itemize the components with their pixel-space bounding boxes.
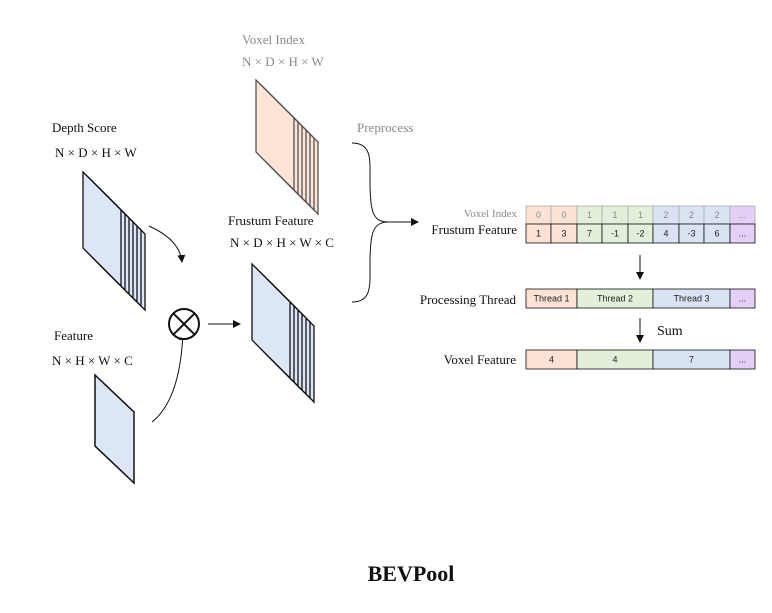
processing-thread-cell-text: Thread 2 [597,294,633,304]
depth-score-dims: N × D × H × W [55,145,137,160]
outer-product-icon [168,308,200,340]
processing-thread-label: Processing Thread [420,292,517,307]
processing-thread-cell-text: ... [739,294,747,304]
preprocess-label: Preprocess [357,120,413,135]
processing-thread-row: Thread 1 Thread 2 Thread 3... [525,288,756,309]
voxel-feature-row: 4 4 7... [525,349,756,370]
voxel-feature-cell-text: ... [739,355,747,365]
voxel-index-dims: N × D × H × W [242,54,324,69]
voxel-index-sheet [255,78,295,192]
sum-label: Sum [657,324,683,339]
frustum-feature-cell-text: ... [739,229,747,239]
voxel-index-title: Voxel Index [242,32,305,47]
voxel-index-cell-text: 1 [612,210,617,220]
voxel-feature-cell [729,349,756,370]
processing-thread-cell [729,288,756,309]
voxel-index-cell-text: 1 [587,210,592,220]
frustum-feature-cell-text: -2 [636,229,644,239]
frustum-feature-row: 1 3 7 -1 -2 4 -3 6... [525,223,756,244]
frustum-feature-cell-text: 1 [536,229,541,239]
processing-thread-cell-text: Thread 1 [533,294,569,304]
depth-score-stack [82,170,146,312]
voxel-feature-cell-text: 4 [549,355,554,365]
frustum-feature-cell-text: -3 [687,229,695,239]
frustum-feature-cell-text: 4 [663,229,668,239]
voxel-index-cell-text: 1 [638,210,643,220]
voxel-index-row: 0 0 1 1 1 2 2 2... [525,205,756,225]
feature-title: Feature [54,328,93,343]
frustum-feature-sheet [251,262,291,380]
voxel-index-cell-text: 2 [689,210,694,220]
frustum-feature-cell-text: 6 [714,229,719,239]
preprocess-brace-bottom [351,221,389,303]
feature-plane [94,373,135,485]
voxel-feature-cell-text: 4 [612,355,617,365]
voxel-index-cell-text: ... [739,210,747,220]
diagram-title: BEVPool [368,561,455,586]
depth-score-sheet [82,170,122,288]
frustum-feature-title: Frustum Feature [228,213,314,228]
voxel-index-cell-text: 0 [561,210,566,220]
voxel-index-cell-text: 2 [663,210,668,220]
feature-dims: N × H × W × C [52,353,133,368]
frustum-feature-cell [729,223,756,244]
table-frustum-feature-label: Frustum Feature [431,222,517,237]
frustum-feature-stack [251,262,315,404]
voxel-index-cell-text: 0 [536,210,541,220]
voxel-index-stack [255,78,319,216]
voxel-feature-cell-text: 7 [689,355,694,365]
depth-score-title: Depth Score [52,120,117,135]
table-voxel-index-label: Voxel Index [464,208,518,220]
voxel-index-label: Voxel Index N × D × H × W [242,32,324,69]
frustum-feature-cell-text: 3 [561,229,566,239]
preprocess-brace-top [351,142,389,223]
voxel-feature-label: Voxel Feature [444,352,517,367]
voxel-index-cell-text: 2 [714,210,719,220]
frustum-feature-cell-text: 7 [587,229,592,239]
frustum-feature-dims: N × D × H × W × C [230,235,334,250]
frustum-feature-cell-text: -1 [611,229,619,239]
processing-thread-cell-text: Thread 3 [673,294,709,304]
depth-to-multiply-arrow [148,225,186,263]
feature-to-multiply-arrow [151,332,187,423]
